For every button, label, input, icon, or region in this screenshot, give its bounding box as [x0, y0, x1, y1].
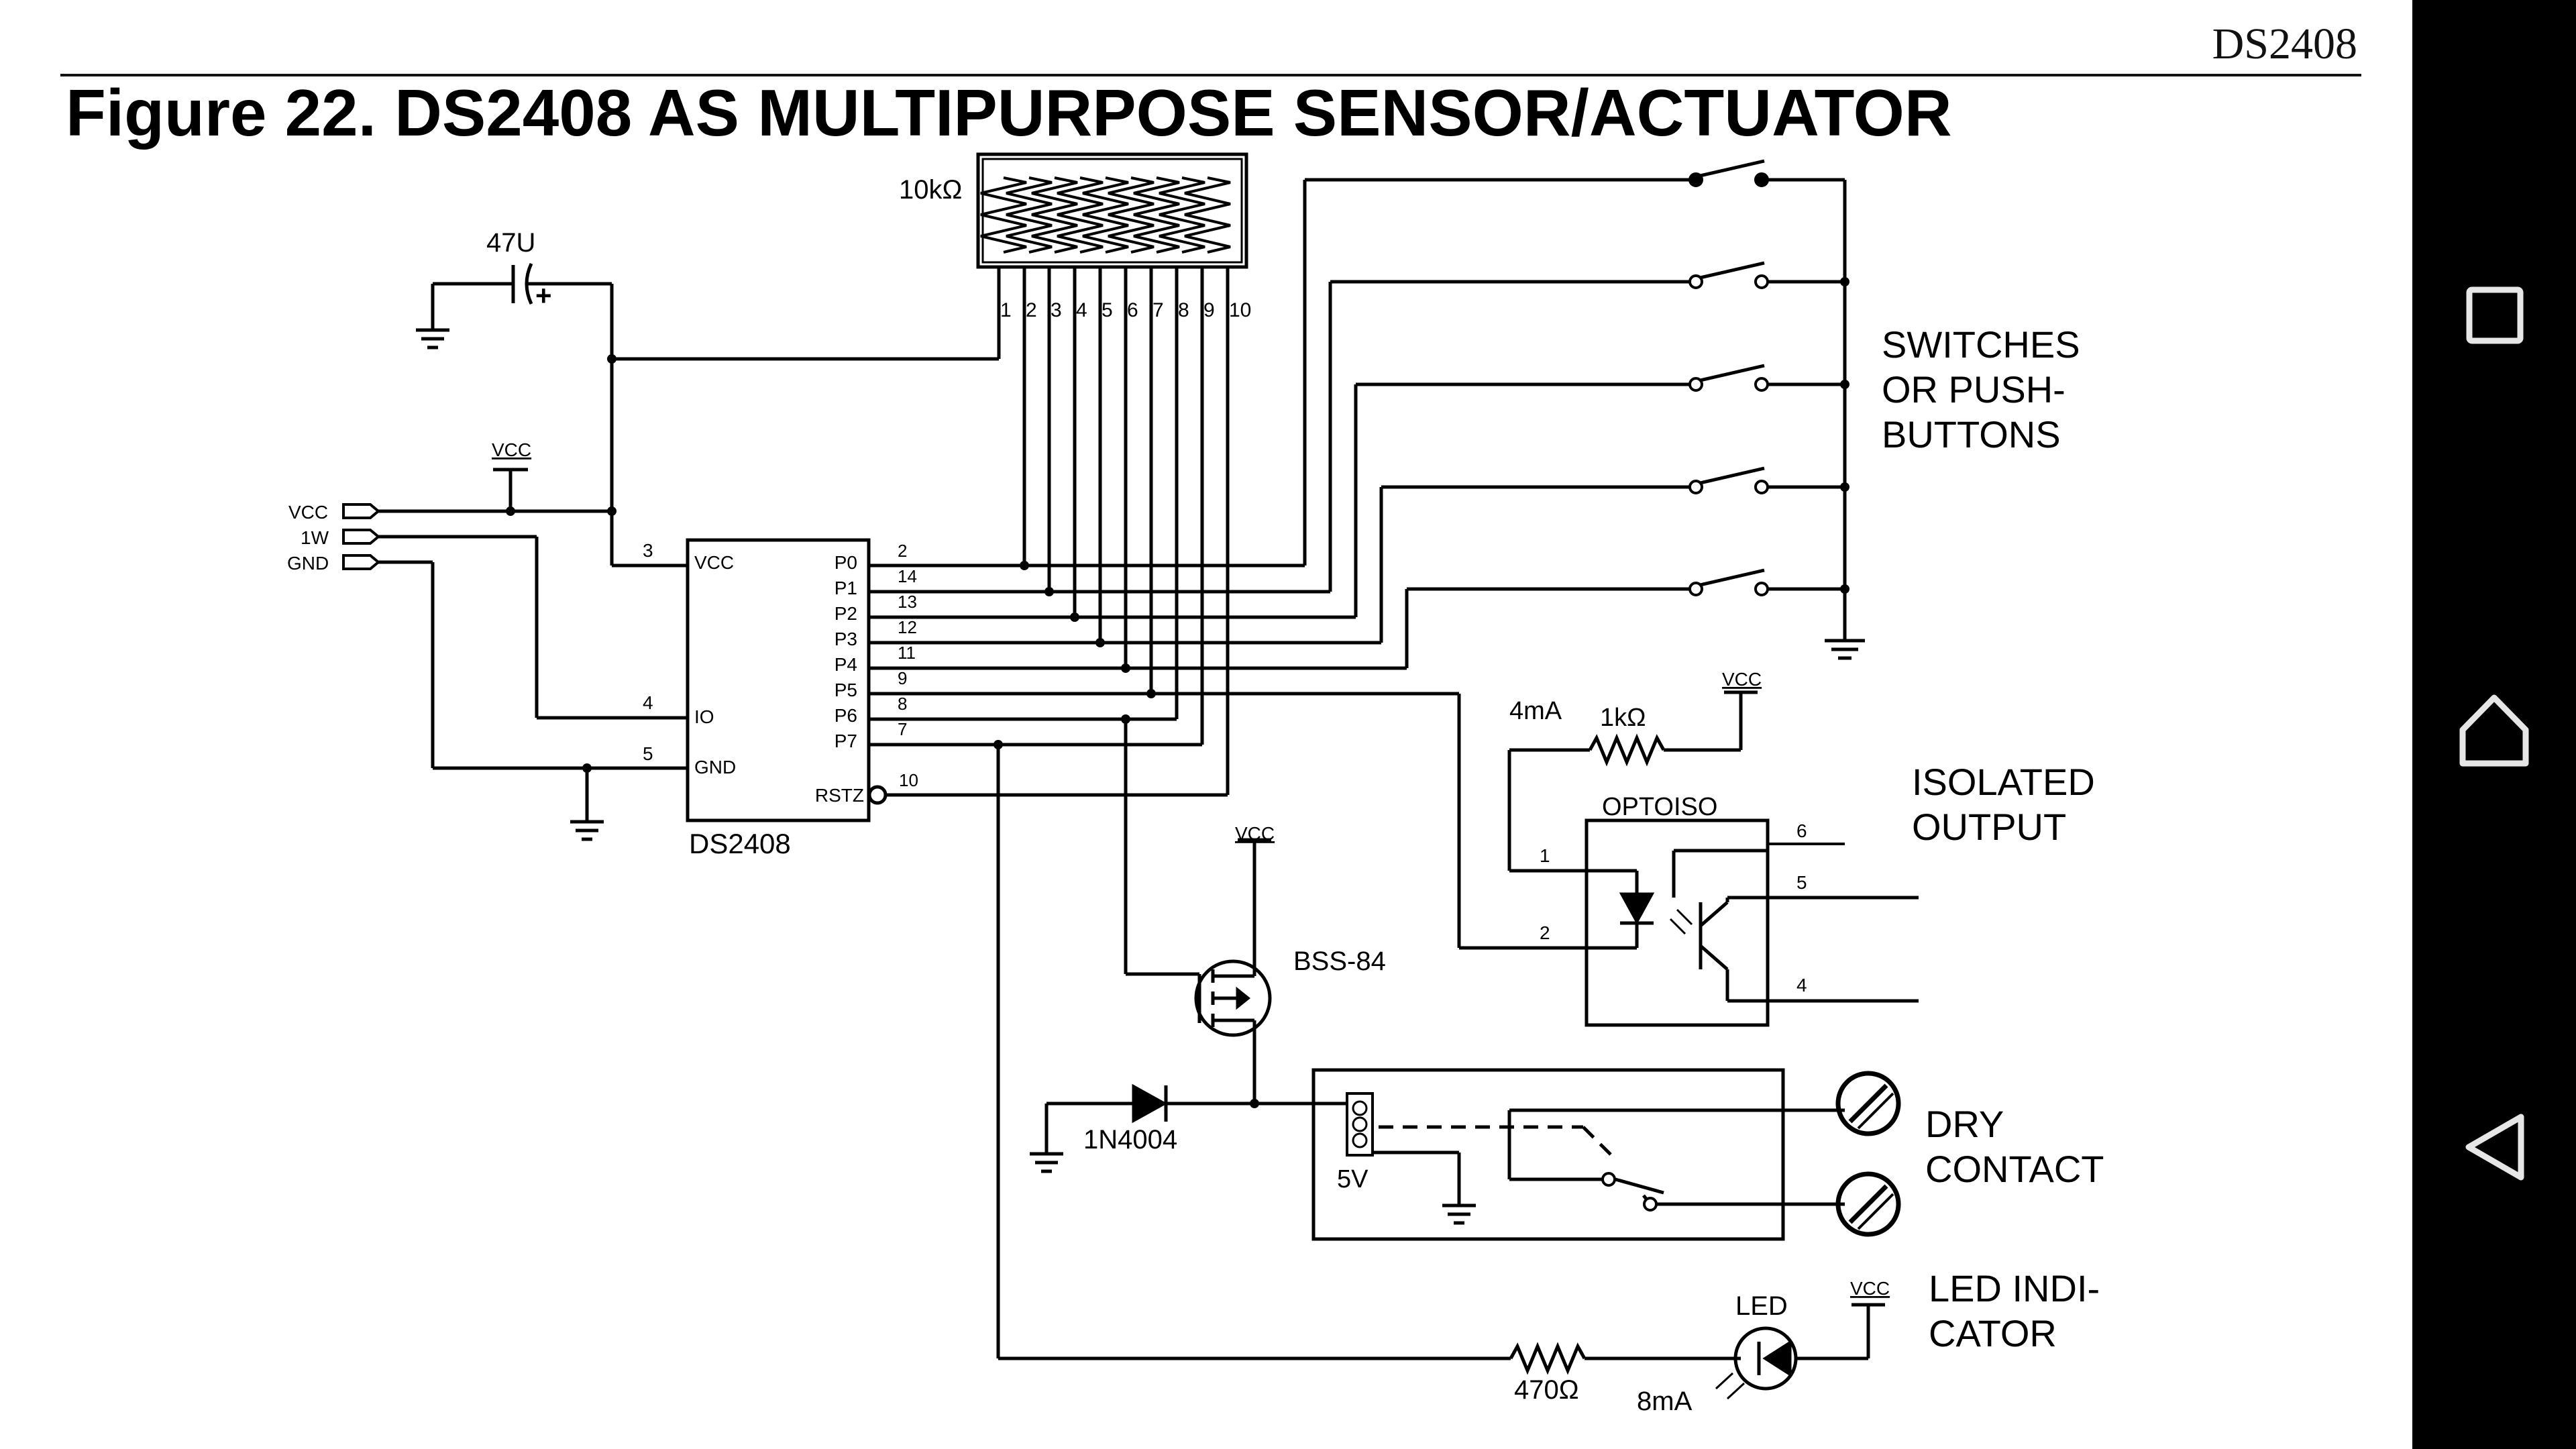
network-pin-6: 6 — [1127, 299, 1138, 321]
connector-gnd-label: GND — [287, 553, 329, 574]
isolated-output-label: ISOLATED OUTPUT — [1912, 761, 2095, 848]
figure-title: Figure 22. DS2408 AS MULTIPURPOSE SENSOR… — [66, 76, 1952, 150]
ic-pin-name-gnd: GND — [694, 757, 736, 777]
opto-resistor-label: 1kΩ — [1600, 704, 1646, 732]
connector — [342, 468, 688, 841]
led-indicator-section — [996, 745, 1885, 1400]
ic-pin-name-p1: P1 — [835, 578, 857, 598]
document-page: DS2408 Figure 22. DS2408 AS MULTIPURPOSE… — [60, 19, 2361, 1416]
resistor-network — [976, 152, 1248, 795]
schematic-diagram: 10kΩ 1 2 3 4 5 6 7 8 9 10 47U + VCC VCC … — [287, 152, 2104, 1416]
switches-label-line2: OR PUSH- — [1882, 368, 2065, 411]
ic-pin-name-p0: P0 — [835, 552, 857, 573]
network-pin-1: 1 — [1000, 299, 1012, 321]
header-doc-code: DS2408 — [2212, 19, 2357, 68]
ic-pin-num-4: 4 — [643, 692, 653, 713]
network-pin-8: 8 — [1178, 299, 1189, 321]
network-pin-4: 4 — [1076, 299, 1087, 321]
dry-contact-line2: CONTACT — [1925, 1148, 2104, 1190]
capacitor-plus: + — [535, 280, 552, 311]
isolated-output-line1: ISOLATED — [1912, 761, 2095, 803]
home-button[interactable] — [2412, 651, 2576, 812]
mosfet-name: BSS-84 — [1293, 947, 1386, 976]
switch-wiring — [1024, 159, 1865, 670]
ic-left-pins: 3 VCC 4 IO 5 GND — [643, 540, 736, 777]
back-button[interactable] — [2412, 1067, 2576, 1228]
ic-pin-num-10: 10 — [899, 770, 918, 790]
network-pin-numbers: 1 2 3 4 5 6 7 8 9 10 — [1000, 299, 1251, 321]
ic-pin-name-p5: P5 — [835, 680, 857, 700]
dry-contact-label: DRY CONTACT — [1925, 1103, 2104, 1190]
capacitor-47u — [416, 262, 999, 568]
back-triangle-icon — [2465, 1114, 2524, 1181]
ic-pin-name-p7: P7 — [835, 731, 857, 751]
connector-1w-label: 1W — [301, 527, 329, 548]
network-pin-5: 5 — [1102, 299, 1113, 321]
vcc-rail-label: VCC — [492, 439, 531, 460]
ic-pin-num-3: 3 — [643, 540, 653, 561]
ic-pin-num-7: 7 — [898, 719, 907, 739]
switches-label-line1: SWITCHES — [1882, 323, 2080, 366]
led-label: LED — [1735, 1291, 1788, 1321]
ic-pin-num-2: 2 — [898, 541, 907, 561]
ic-pin-name-p4: P4 — [835, 654, 857, 675]
opto-name: OPTOISO — [1602, 793, 1717, 821]
contact-points — [1601, 172, 1769, 1212]
switches-label-line3: BUTTONS — [1882, 413, 2061, 455]
capacitor-label: 47U — [486, 228, 535, 258]
ic-name: DS2408 — [689, 828, 791, 859]
connector-vcc-label: VCC — [288, 502, 328, 523]
opto-pin-4: 4 — [1796, 975, 1807, 996]
network-pin-7: 7 — [1152, 299, 1164, 321]
opto-pin-1: 1 — [1540, 845, 1550, 866]
ic-pin-num-5: 5 — [643, 743, 653, 764]
mosfet-vcc-label: VCC — [1235, 823, 1275, 844]
ic-pin-num-14: 14 — [898, 566, 917, 586]
network-pin-3: 3 — [1051, 299, 1062, 321]
home-icon — [2459, 694, 2529, 767]
ic-pin-name-p3: P3 — [835, 629, 857, 649]
isolated-output-line2: OUTPUT — [1912, 806, 2066, 848]
led-indicator-line1: LED INDI- — [1929, 1267, 2100, 1309]
opto-pin-2: 2 — [1540, 922, 1550, 943]
relay-coil-label: 5V — [1337, 1165, 1368, 1193]
ic-pin-name-io: IO — [694, 706, 714, 727]
opto-vcc-label: VCC — [1722, 669, 1762, 690]
ic-pin-name-rstz: RSTZ — [815, 785, 864, 806]
square-icon — [2466, 286, 2524, 344]
ic-pin-num-8: 8 — [898, 694, 907, 714]
network-pin-2: 2 — [1026, 299, 1037, 321]
network-label: 10kΩ — [899, 175, 962, 205]
ic-pin-num-12: 12 — [898, 617, 917, 637]
ic-pin-name-vcc: VCC — [694, 552, 734, 573]
ic-right-pin-names: P0 P1 P2 P3 P4 P5 P6 P7 RSTZ — [815, 552, 864, 806]
ic-pin-num-11: 11 — [898, 643, 916, 663]
optoisolator-section — [1151, 690, 1919, 1027]
junction-dots — [506, 277, 1849, 1108]
diode-name: 1N4004 — [1083, 1125, 1177, 1155]
led-indicator-line2: CATOR — [1929, 1312, 2057, 1354]
switches-label: SWITCHES OR PUSH- BUTTONS — [1882, 323, 2080, 455]
ic-pin-num-13: 13 — [898, 592, 917, 612]
led-vcc-label: VCC — [1850, 1278, 1890, 1299]
header-rule — [60, 74, 2361, 76]
ds2408-ic — [686, 538, 1228, 822]
dry-contact-line1: DRY — [1925, 1103, 2004, 1145]
network-pin-10: 10 — [1229, 299, 1251, 321]
mosfet-relay-section — [1030, 719, 1901, 1241]
recents-button[interactable] — [2412, 235, 2576, 396]
ic-pin-name-p2: P2 — [835, 603, 857, 624]
opto-pin-5: 5 — [1796, 872, 1807, 893]
opto-pin-numbers: 1 2 6 5 4 — [1540, 820, 1807, 996]
opto-pin-6: 6 — [1796, 820, 1807, 841]
led-indicator-label: LED INDI- CATOR — [1929, 1267, 2100, 1354]
opto-current-label: 4mA — [1509, 697, 1562, 725]
ic-right-pin-numbers: 2 14 13 12 11 9 8 7 10 — [898, 541, 918, 790]
led-resistor-label: 470Ω — [1514, 1375, 1579, 1405]
ic-pin-num-9: 9 — [898, 668, 907, 688]
ic-pin-name-p6: P6 — [835, 705, 857, 726]
network-pin-9: 9 — [1203, 299, 1215, 321]
android-navigation-bar — [2412, 0, 2576, 1449]
led-current-label: 8mA — [1637, 1387, 1693, 1416]
